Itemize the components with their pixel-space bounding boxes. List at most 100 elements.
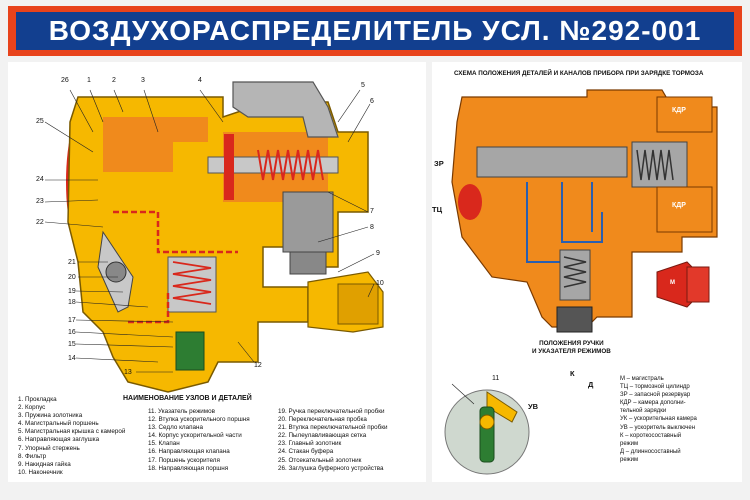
mode-legend-4: КДР – камера дополни- — [620, 400, 686, 407]
mode-legend-10: Д – длинносоставный — [620, 448, 681, 455]
callout-2: 2 — [112, 77, 116, 84]
part-11: 11. Указатель режимов — [148, 408, 215, 415]
label-kdr-bottom: КДР — [672, 202, 686, 209]
modes-legend: М – магистраль ТЦ – тормозной цилиндр ЗР… — [620, 376, 697, 465]
callout-3: 3 — [141, 77, 145, 84]
parts-col-3: 19. Ручка переключательной пробки 20. Пе… — [278, 408, 388, 473]
main-piston — [224, 134, 234, 200]
callout-5: 5 — [361, 82, 365, 89]
sectional-drawing — [44, 81, 384, 393]
label-k: К — [570, 369, 575, 378]
kdr-chamber-top — [656, 96, 713, 133]
part-6: 6. Направляющая заглушка — [18, 436, 100, 444]
callout-11: 11 — [492, 375, 500, 382]
callout-19: 19 — [68, 288, 76, 295]
mode-legend-8: К – короткосоставный — [620, 432, 682, 439]
part-3: 3. Пружина золотника — [18, 412, 83, 420]
callout-17: 17 — [68, 317, 76, 324]
callout-4: 4 — [198, 77, 202, 84]
mode-legend-5: тельной зарядки — [620, 408, 667, 415]
part-9: 9. Накидная гайка — [18, 460, 71, 468]
part-17: 17. Поршень ускорителя — [148, 456, 220, 464]
callout-25: 25 — [36, 118, 44, 125]
part-20: 20. Переключательная пробка — [278, 416, 367, 424]
part-19: 19. Ручка переключательной пробки — [278, 408, 385, 415]
mode-legend-7: УВ – ускоритель выключен — [620, 424, 696, 431]
scheme-title: СХЕМА ПОЛОЖЕНИЯ ДЕТАЛЕЙ И КАНАЛОВ ПРИБОР… — [454, 70, 704, 77]
part-1: 1. Прокладка — [18, 396, 57, 403]
callout-9: 9 — [376, 250, 380, 257]
part-10: 10. Наконечник — [18, 468, 63, 476]
mode-legend-9: режим — [620, 440, 639, 447]
part-12: 12. Втулка ускорительного поршня — [148, 416, 250, 424]
valve-seat — [175, 331, 205, 371]
part-16: 16. Направляющая клапана — [148, 448, 230, 456]
callout-13: 13 — [124, 369, 132, 376]
m-fitting-thread — [686, 266, 710, 303]
callout-12: 12 — [254, 362, 262, 369]
switch-plug — [105, 261, 127, 283]
mode-legend-2: ТЦ – тормозной цилиндр — [620, 384, 690, 391]
mode-indicator-arc — [486, 391, 518, 423]
part-25: 25. Отсекательный золотник — [278, 456, 362, 464]
part-21: 21. Втулка переключательной пробки — [278, 424, 388, 432]
scheme-valve — [556, 306, 593, 333]
callout-8: 8 — [370, 224, 374, 231]
callout-6: 6 — [370, 98, 374, 105]
piston-spring — [257, 149, 324, 181]
part-14: 14. Корпус ускорительной части — [148, 432, 242, 440]
part-22: 22. Пылеулавливающая сетка — [278, 432, 367, 440]
part-26: 26. Заглушка буферного устройства — [278, 464, 384, 472]
mode-legend-6: УК – ускорительная камера — [620, 416, 697, 423]
callout-23: 23 — [36, 198, 44, 205]
title-bar: ВОЗДУХОРАСПРЕДЕЛИТЕЛЬ УСЛ. №292-001 — [8, 6, 742, 56]
air-channel — [113, 210, 238, 254]
title-inner: ВОЗДУХОРАСПРЕДЕЛИТЕЛЬ УСЛ. №292-001 — [16, 12, 734, 50]
callout-15: 15 — [68, 341, 76, 348]
mode-legend-11: режим — [620, 456, 639, 463]
parts-col-2: 11. Указатель режимов 12. Втулка ускорит… — [148, 408, 250, 473]
label-uv: УВ — [528, 402, 539, 411]
part-5: 5. Магистральная крышка с камерой — [18, 428, 126, 436]
part-24: 24. Стакан буфера — [278, 448, 334, 456]
callout-18: 18 — [68, 299, 76, 306]
cutaway-upper — [103, 117, 208, 172]
part-18: 18. Направляющая поршня — [148, 464, 229, 472]
kdr-chamber-bottom — [656, 186, 713, 233]
callout-26: 26 — [61, 77, 69, 84]
parts-col-1: 1. Прокладка 2. Корпус 3. Пружина золотн… — [18, 396, 125, 477]
callout-7: 7 — [370, 208, 374, 215]
callout-20: 20 — [68, 274, 76, 281]
lower-fitting — [282, 191, 334, 253]
leader-lines — [44, 89, 375, 373]
pipe-thread — [337, 283, 379, 325]
part-4: 4. Магистральный поршень — [18, 420, 99, 428]
handle-title-line1: ПОЛОЖЕНИЯ РУЧКИ — [539, 340, 604, 347]
callout-10: 10 — [376, 280, 384, 287]
part-7: 7. Упорный стержень — [18, 444, 80, 452]
scheme-spring — [636, 149, 674, 181]
part-15: 15. Клапан — [148, 440, 180, 448]
handle-title-line2: И УКАЗАТЕЛЯ РЕЖИМОВ — [532, 348, 611, 355]
air-channels — [526, 182, 603, 263]
parts-title: НАИМЕНОВАНИЕ УЗЛОВ И ДЕТАЛЕЙ — [123, 395, 252, 402]
callout-11-line — [451, 383, 475, 405]
label-tc: ТЦ — [432, 205, 443, 214]
page-title: ВОЗДУХОРАСПРЕДЕЛИТЕЛЬ УСЛ. №292-001 — [48, 15, 702, 46]
label-zr: ЗР — [434, 159, 444, 168]
part-23: 23. Главный золотник — [278, 440, 342, 448]
callout-24: 24 — [36, 176, 44, 183]
label-m: М — [670, 280, 675, 286]
channel-scheme — [444, 89, 718, 475]
accelerator-spring — [172, 261, 212, 305]
mode-legend-3: ЗР – запасной резервуар — [620, 392, 691, 399]
label-kdr-top: КДР — [672, 107, 686, 114]
callout-21: 21 — [68, 259, 76, 266]
handle-title: ПОЛОЖЕНИЯ РУЧКИ И УКАЗАТЕЛЯ РЕЖИМОВ — [532, 340, 611, 356]
mode-legend-1: М – магистраль — [620, 376, 664, 382]
scheme-accel-spring — [563, 256, 587, 288]
nut — [289, 251, 327, 275]
callout-16: 16 — [68, 329, 76, 336]
scheme-main-slide — [476, 146, 628, 178]
